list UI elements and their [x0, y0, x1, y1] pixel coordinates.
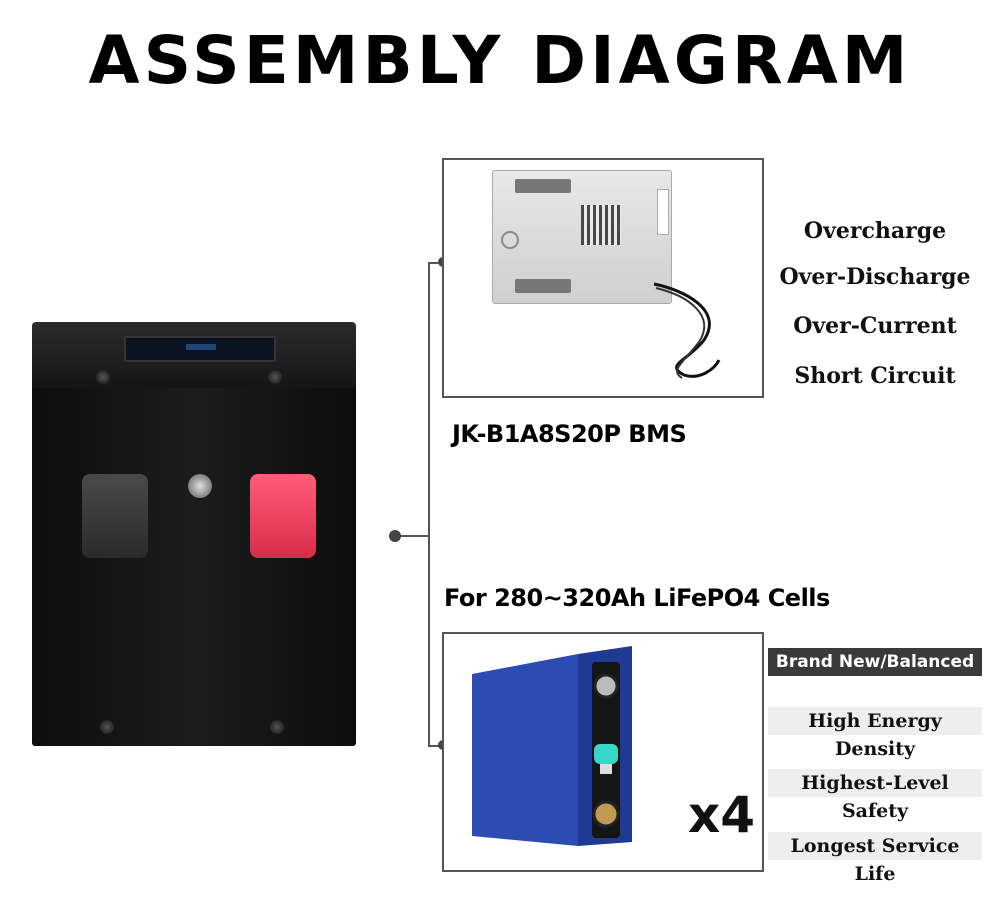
bms-feature-overcharge: Overcharge	[803, 218, 947, 244]
screw-icon	[96, 370, 110, 384]
bms-feature-short-circuit: Short Circuit	[794, 363, 956, 389]
connector-line	[428, 262, 442, 264]
bms-connector	[657, 189, 669, 235]
screw-icon	[268, 370, 282, 384]
cell-feature-safety: Highest-Level Safety	[768, 769, 982, 822]
connector-line	[428, 745, 442, 747]
page-title: ASSEMBLY DIAGRAM	[88, 22, 912, 99]
bms-feature-over-discharge: Over-Discharge	[779, 264, 971, 290]
screw-icon	[100, 720, 114, 734]
bms-busbar	[515, 279, 571, 293]
bms-busbar	[515, 179, 571, 193]
bms-model-label: JK-B1A8S20P BMS	[452, 420, 687, 448]
cell-feature-service-life: Longest Service Life	[768, 832, 982, 885]
connector-line	[390, 535, 428, 537]
cell-image-frame: x4	[442, 632, 764, 872]
battery-enclosure	[32, 322, 356, 746]
connector-line	[428, 262, 430, 746]
cell-feature-brand-new: Brand New/Balanced	[768, 648, 982, 676]
battery-display	[124, 336, 276, 362]
bms-feature-over-current: Over-Current	[793, 313, 957, 339]
lifepo4-cell-image	[472, 646, 632, 846]
screw-icon	[270, 720, 284, 734]
battery-lid	[32, 322, 356, 388]
cell-quantity: x4	[688, 786, 756, 844]
bms-cable-icon	[653, 282, 721, 379]
connector-dot	[389, 530, 401, 542]
qr-code-icon	[581, 205, 621, 245]
cell-feature-energy-density: High Energy Density	[768, 707, 982, 760]
power-switch-icon	[188, 474, 212, 498]
logo-icon	[501, 231, 519, 249]
positive-terminal	[250, 474, 316, 558]
cells-label: For 280~320Ah LiFePO4 Cells	[444, 584, 830, 612]
negative-terminal	[82, 474, 148, 558]
bms-board-image	[492, 170, 672, 304]
battery-body	[32, 388, 356, 746]
bms-image-frame	[442, 158, 764, 398]
